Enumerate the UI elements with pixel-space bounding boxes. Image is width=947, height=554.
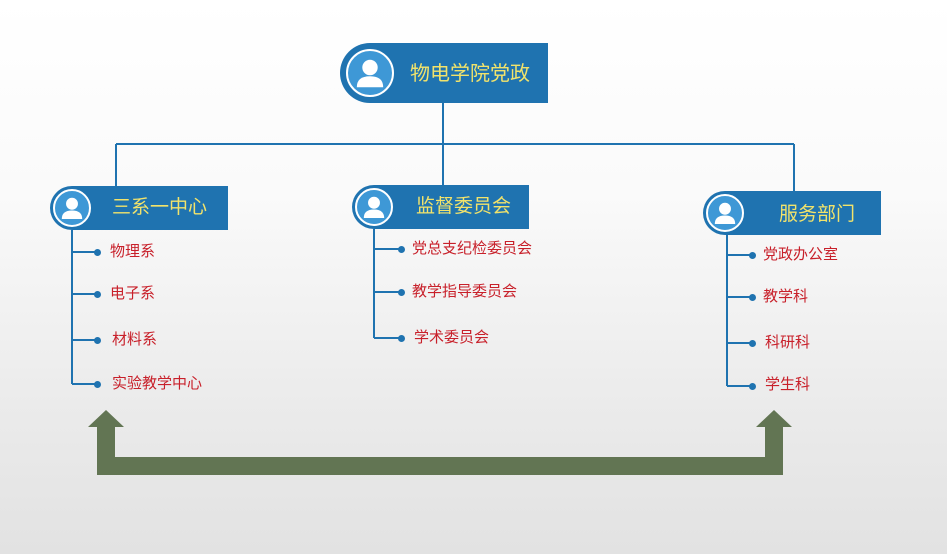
list-item: 党总支纪检委员会: [412, 239, 533, 257]
bullet-dot: [749, 340, 756, 347]
root-node: 物电学院党政: [340, 43, 548, 103]
list-item: 实验教学中心: [112, 374, 203, 392]
list-item: 物理系: [110, 242, 156, 260]
list-item: 科研科: [765, 333, 811, 351]
list-item: 党政办公室: [763, 245, 839, 263]
branch-title: 监督委员会: [416, 195, 512, 217]
list-item: 学生科: [765, 375, 811, 393]
branch-node-jiandu: 监督委员会: [352, 185, 529, 229]
bullet-dot: [94, 381, 101, 388]
branch-title: 三系一中心: [112, 196, 208, 218]
bullet-dot: [749, 252, 756, 259]
person-icon: [706, 194, 744, 232]
list-item: 教学科: [763, 287, 809, 305]
bullet-dot: [749, 383, 756, 390]
person-icon: [53, 189, 91, 227]
list-item: 教学指导委员会: [412, 282, 518, 300]
bullet-dot: [749, 294, 756, 301]
list-item: 材料系: [112, 330, 158, 348]
bullet-dot: [398, 246, 405, 253]
branch-node-sanxi: 三系一中心: [50, 186, 228, 230]
list-item: 学术委员会: [414, 328, 490, 346]
bullet-dot: [94, 337, 101, 344]
bullet-dot: [94, 249, 101, 256]
bullet-dot: [398, 335, 405, 342]
bidirectional-arrow: [88, 410, 792, 475]
bullet-dot: [94, 291, 101, 298]
root-title: 物电学院党政: [410, 61, 530, 85]
branch-node-fuwu: 服务部门: [703, 191, 881, 235]
list-item: 电子系: [110, 284, 156, 302]
person-icon: [346, 49, 394, 97]
bullet-dot: [398, 289, 405, 296]
person-icon: [355, 188, 393, 226]
branch-title: 服务部门: [779, 203, 856, 225]
